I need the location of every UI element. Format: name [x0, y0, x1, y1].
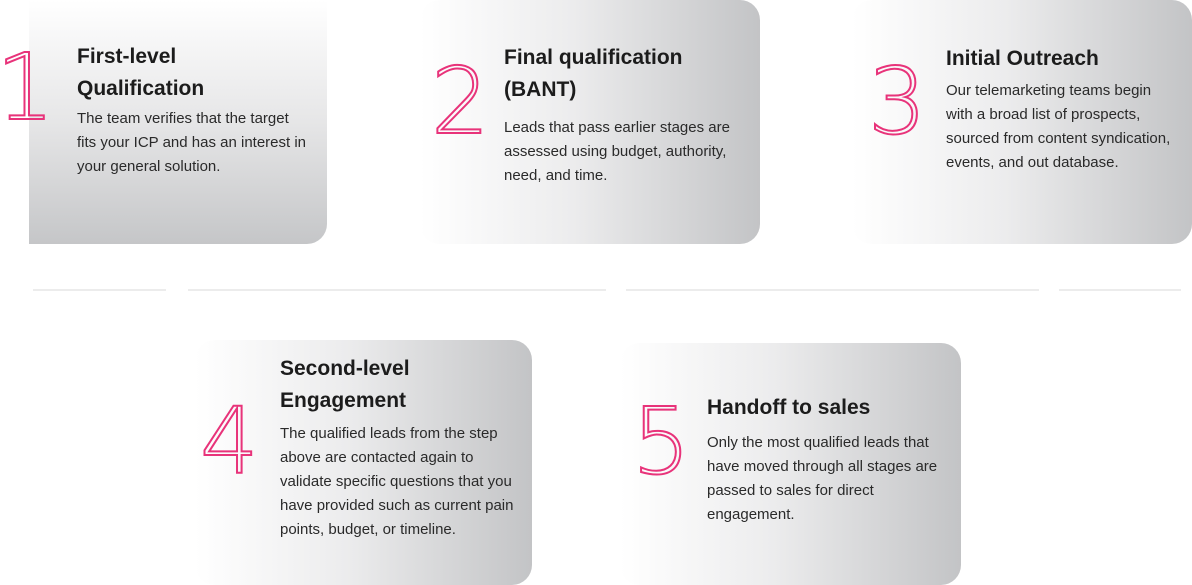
step-title-2: Final qualification (BANT) [504, 46, 683, 101]
step-card-5 [620, 343, 961, 585]
divider-2 [188, 289, 606, 291]
step-number-2: 2 [430, 48, 491, 155]
step-card-2 [420, 0, 760, 244]
step-number-3: 3 [867, 48, 928, 155]
divider-3 [626, 289, 1039, 291]
step-card-4 [195, 340, 532, 585]
step-title-3: Initial Outreach [946, 47, 1099, 70]
divider-4 [1059, 289, 1181, 291]
step-number-1: 1 [0, 34, 56, 141]
step-number-4: 4 [199, 388, 260, 495]
divider-1 [33, 289, 166, 291]
step-title-5: Handoff to sales [707, 396, 871, 419]
step-description-4: The qualified leads from the step above … [280, 425, 514, 538]
step-description-2: Leads that pass earlier stages are asses… [504, 119, 730, 184]
step-title-4: Second-level Engagement [280, 357, 410, 412]
step-title-1: First-level Qualification [77, 45, 205, 100]
step-card-3 [852, 0, 1192, 244]
step-number-5: 5 [631, 388, 692, 495]
step-description-3: Our telemarketing teams begin with a bro… [946, 82, 1171, 171]
step-description-1: The team verifies that the target fits y… [77, 110, 307, 175]
step-description-5: Only the most qualified leads that have … [707, 434, 938, 523]
step-card-1 [29, 0, 327, 244]
